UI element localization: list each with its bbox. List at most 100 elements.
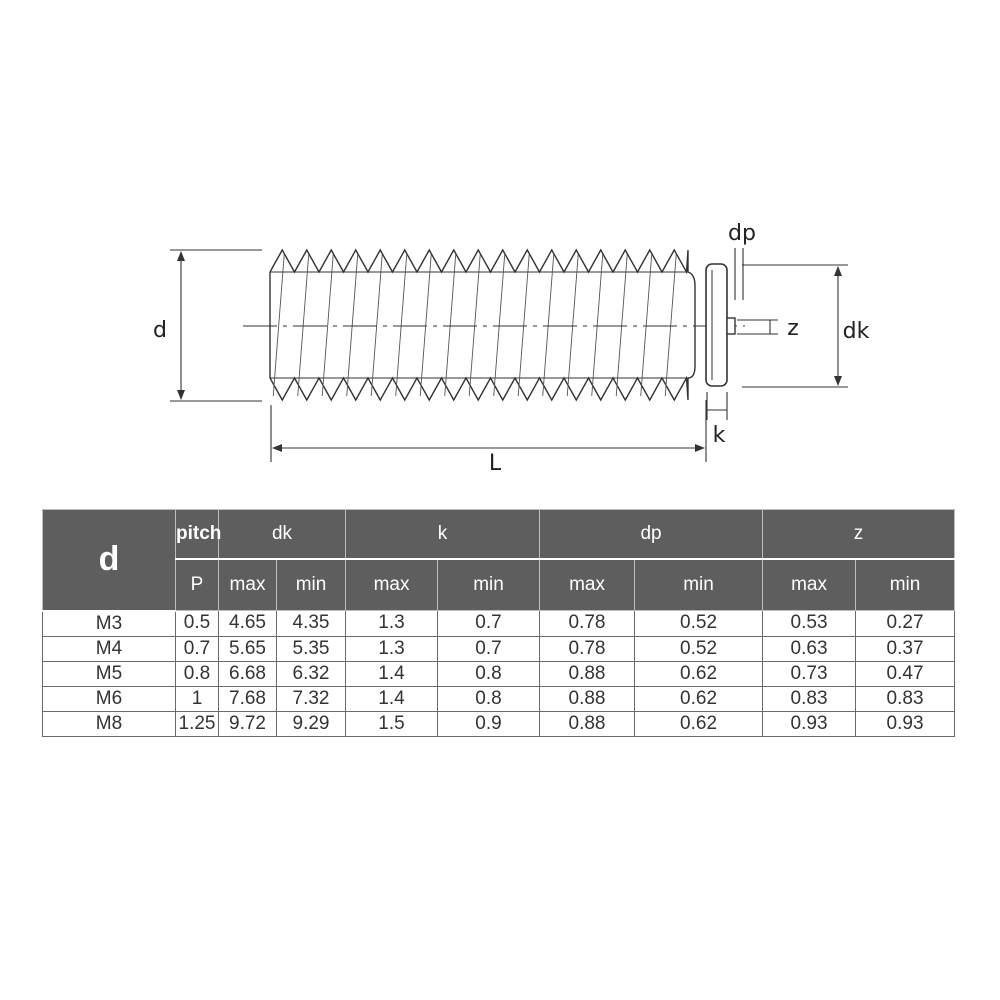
table-row: M3 0.5 4.65 4.35 1.3 0.7 0.78 0.52 0.53 … [42,610,956,637]
cell-dk-min: 6.32 [275,660,347,687]
cell-k-min: 0.7 [437,610,541,637]
header-dp-min: min [634,558,764,611]
header-k-max: max [345,558,439,611]
stud-drawing: d L dk dp z k [153,221,870,476]
cell-pitch: 0.5 [175,610,219,637]
cell-k-min: 0.7 [437,635,541,662]
cell-z-max: 0.63 [762,635,857,662]
cell-z-max: 0.83 [762,685,857,712]
threaded-shank [243,248,745,402]
header-dp-max: max [539,558,636,611]
header-dk-max: max [218,558,277,611]
cell-k-max: 1.4 [345,685,439,712]
dimension-lines [170,248,848,462]
cell-dk-min: 7.32 [275,685,347,712]
cell-dk-max: 5.65 [218,635,277,662]
thread-bottom-profile [269,375,689,402]
table-row: M6 1 7.68 7.32 1.4 0.8 0.88 0.62 0.83 0.… [42,685,956,712]
thread-helix-line [591,253,604,397]
cell-size: M5 [42,660,176,687]
cell-z-min: 0.27 [855,610,956,637]
cell-z-max: 0.73 [762,660,857,687]
thread-helix-line [468,253,481,397]
cell-k-min: 0.8 [437,685,541,712]
cell-pitch: 1 [175,685,219,712]
header-dp: dp [539,509,764,560]
label-k: k [713,423,726,448]
thread-helix-line [517,253,530,397]
header-pitch: pitch [175,509,221,560]
thread-helix-line [444,253,457,397]
cell-z-min: 0.83 [855,685,956,712]
cell-dp-min: 0.62 [634,685,764,712]
cell-pitch: 1.25 [175,710,219,737]
cell-dk-min: 4.35 [275,610,347,637]
cell-pitch: 0.8 [175,660,219,687]
header-k-min: min [437,558,541,611]
L-arrow-right [695,444,705,452]
cell-dp-max: 0.78 [539,635,636,662]
label-z: z [787,316,799,341]
thread-helix-line [395,253,408,397]
label-dk: dk [843,319,870,344]
header-k: k [345,509,541,560]
cell-z-min: 0.47 [855,660,956,687]
cell-k-max: 1.5 [345,710,439,737]
label-d: d [153,318,167,343]
weld-tip [726,317,736,335]
thread-helix-line [566,253,579,397]
thread-helix-line [493,253,506,397]
cell-k-min: 0.9 [437,710,541,737]
cell-dp-max: 0.78 [539,610,636,637]
cell-dp-max: 0.88 [539,685,636,712]
cell-dp-min: 0.62 [634,660,764,687]
header-dk-min: min [275,558,347,611]
cell-k-max: 1.4 [345,660,439,687]
cell-dp-min: 0.52 [634,610,764,637]
header-d: d [42,509,176,612]
cell-dk-max: 4.65 [218,610,277,637]
dk-arrow-top [834,266,842,276]
cell-size: M4 [42,635,176,662]
header-p: P [175,558,219,611]
cell-dp-max: 0.88 [539,660,636,687]
cell-dp-min: 0.52 [634,635,764,662]
cell-dk-min: 5.35 [275,635,347,662]
header-dk: dk [217,509,347,560]
cell-dk-max: 7.68 [218,685,277,712]
L-arrow-left [272,444,282,452]
thread-helix-line [419,253,432,397]
label-dp: dp [728,221,756,246]
flange [705,263,728,387]
cell-size: M3 [42,610,176,637]
cell-dk-max: 9.72 [218,710,277,737]
dk-arrow-bottom [834,376,842,386]
cell-z-max: 0.93 [762,710,857,737]
spec-table: d pitch dk k dp z P max min max min max … [42,509,956,737]
header-z-min: min [855,558,956,611]
weld-head [687,263,736,387]
thread-helix-line [640,253,653,397]
cell-k-max: 1.3 [345,635,439,662]
cell-dk-max: 6.68 [218,660,277,687]
cell-dp-min: 0.62 [634,710,764,737]
cell-k-min: 0.8 [437,660,541,687]
thread-helix-line [615,253,628,397]
thread-helix-line [272,253,285,397]
cell-k-max: 1.3 [345,610,439,637]
cell-z-min: 0.93 [855,710,956,737]
cell-dp-max: 0.88 [539,710,636,737]
thread-helix-line [321,253,334,397]
d-arrow-top [177,251,185,261]
cell-dk-min: 9.29 [275,710,347,737]
label-L: L [489,451,502,476]
cell-size: M6 [42,685,176,712]
header-z-max: max [762,558,857,611]
table-row: M4 0.7 5.65 5.35 1.3 0.7 0.78 0.52 0.63 … [42,635,956,662]
thread-helix-line [542,253,555,397]
header-z: z [762,509,956,560]
thread-helix-line [297,253,310,397]
neck-fillet [687,271,696,379]
cell-z-min: 0.37 [855,635,956,662]
table-row: M5 0.8 6.68 6.32 1.4 0.8 0.88 0.62 0.73 … [42,660,956,687]
